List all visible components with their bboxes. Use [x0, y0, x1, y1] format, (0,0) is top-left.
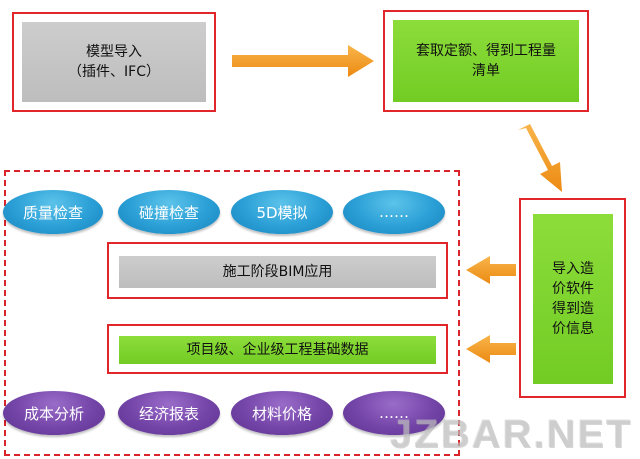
base-data-frame: 项目级、企业级工程基础数据	[107, 324, 448, 374]
pricing-line: 导入造	[552, 261, 594, 277]
ellipse-quality-check: 质量检查	[3, 190, 103, 234]
model-import-subtitle: （插件、IFC）	[68, 64, 160, 80]
quantity-line1: 套取定额、得到工程量	[416, 43, 556, 59]
model-import-title: 模型导入	[86, 44, 142, 60]
ellipse-more-purple: ……	[343, 391, 445, 435]
ellipse-cost-analysis: 成本分析	[3, 391, 105, 435]
pricing-software-frame: 导入造 价软件 得到造 价信息	[519, 198, 626, 398]
watermark: JZBAR.NET	[389, 412, 632, 456]
quantity-box: 套取定额、得到工程量 清单	[393, 20, 579, 102]
application-region	[4, 170, 460, 456]
arrow-left-icon	[466, 256, 516, 284]
bim-application-frame: 施工阶段BIM应用	[107, 242, 448, 299]
bim-application-box: 施工阶段BIM应用	[119, 256, 436, 288]
arrow-right-icon	[232, 45, 374, 77]
pricing-line: 得到造	[552, 301, 594, 317]
quantity-frame: 套取定额、得到工程量 清单	[383, 10, 589, 112]
pricing-line: 价信息	[552, 321, 594, 337]
model-import-box: 模型导入 （插件、IFC）	[22, 22, 206, 102]
ellipse-collision-check: 碰撞检查	[118, 190, 220, 234]
arrow-down-diagonal-icon	[518, 124, 562, 192]
pricing-software-box: 导入造 价软件 得到造 价信息	[533, 214, 613, 384]
ellipse-economic-report: 经济报表	[118, 391, 220, 435]
arrow-left-icon	[466, 335, 516, 363]
pricing-line: 价软件	[552, 281, 594, 297]
ellipse-5d-simulation: 5D模拟	[231, 190, 333, 234]
base-data-box: 项目级、企业级工程基础数据	[119, 336, 436, 364]
ellipse-material-price: 材料价格	[231, 391, 333, 435]
model-import-frame: 模型导入 （插件、IFC）	[12, 12, 216, 112]
ellipse-more-blue: ……	[343, 190, 445, 234]
quantity-line2: 清单	[472, 63, 500, 79]
